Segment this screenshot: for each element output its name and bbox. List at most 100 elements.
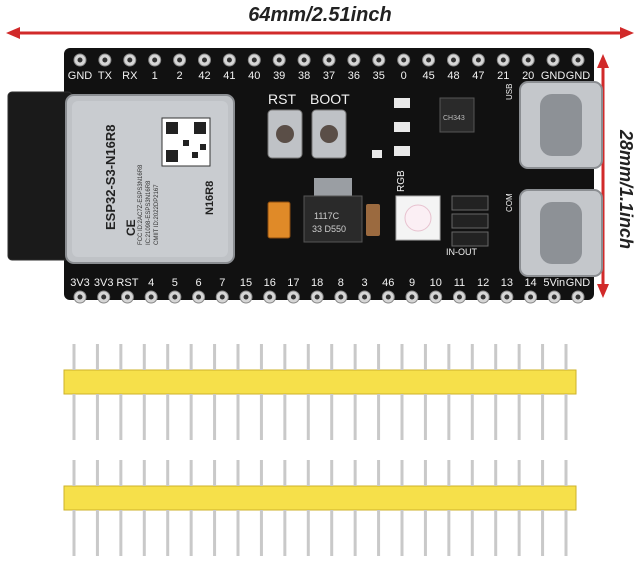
bottom-pin-label: RST [116,277,138,289]
header-pin [189,344,193,370]
bottom-pin-label: 16 [264,277,276,289]
top-pin-label: GND [68,70,93,82]
header-pin [236,460,240,486]
antenna-area [7,91,73,261]
header-pin [259,510,263,556]
usb-c-connector-bottom [519,189,603,277]
header-pin [189,394,193,440]
module-line-1: FCC ID:2AC7Z-ESPS3N16R8 [138,164,144,245]
header-pin [213,344,217,370]
header-pin [330,460,334,486]
header-pin [400,344,404,370]
smd-resistors [372,98,410,158]
header-pin [142,510,146,556]
bottom-pin-label: GND [566,277,591,289]
top-pin-label: 1 [152,70,158,82]
header-pin [377,460,381,486]
top-pin-label: 40 [248,70,260,82]
top-pin-label: 0 [401,70,407,82]
header-pin [259,460,263,486]
header-pin [142,344,146,370]
module-line-2: IC:21098-ESPS3N16R8 [146,180,152,245]
header-pin [517,460,521,486]
capacitor-brown [366,204,380,236]
bottom-pin-label: 46 [382,277,394,289]
header-pin [306,344,310,370]
bottom-pin-label: 13 [501,277,513,289]
top-pin-label: 36 [348,70,360,82]
usb-label-2: COM [505,193,514,212]
pin-holes [73,53,585,304]
header-pin [447,510,451,556]
rgb-led [395,195,441,241]
header-pin [423,344,427,370]
header-pin [166,344,170,370]
rst-label: RST [268,91,296,107]
header-pin [377,344,381,370]
header-pin [517,394,521,440]
bottom-pin-label: 3V3 [70,277,90,289]
height-dimension-label: 28mm/1.1inch [616,130,636,250]
rst-button [267,109,303,159]
header-pin [494,394,498,440]
bottom-pin-label: 5 [172,277,178,289]
header-pin [259,344,263,370]
ce-mark: CE [124,219,138,236]
width-dimension-label: 64mm/2.51inch [248,4,392,26]
boot-button [311,109,347,159]
header-pin [494,510,498,556]
header-pin [353,394,357,440]
top-pin-label: RX [122,70,138,82]
header-pin [119,394,123,440]
header-pin [470,394,474,440]
header-pin [564,460,568,486]
module-side-text: N16R8 [204,181,216,215]
header-pin [423,510,427,556]
header-strip [63,369,577,395]
header-pin [306,460,310,486]
boot-label: BOOT [310,91,350,107]
header-pin [447,460,451,486]
header-pin [330,394,334,440]
header-pin [119,460,123,486]
header-pin [353,510,357,556]
bottom-pin-label: 3 [362,277,368,289]
chip-marking: CH343 [443,115,465,122]
header-pin [564,510,568,556]
header-pin [213,460,217,486]
header-pin [283,460,287,486]
header-pin [166,460,170,486]
bottom-pin-label: 8 [338,277,344,289]
bottom-pin-label: 17 [287,277,299,289]
header-pin [447,394,451,440]
top-pin-label: 39 [273,70,285,82]
header-pin [470,510,474,556]
top-pin-label: 42 [198,70,210,82]
header-pin [517,510,521,556]
top-pin-label: 47 [472,70,484,82]
header-pin [377,394,381,440]
top-pin-label: 38 [298,70,310,82]
bottom-pin-label: 11 [454,277,465,289]
header-pin [330,344,334,370]
header-pin [95,344,99,370]
header-pin [142,460,146,486]
module-line-3: CMIIT ID:2022DP2167 [154,184,160,245]
header-pin [95,510,99,556]
header-pin [494,460,498,486]
header-pin [306,394,310,440]
header-pin [400,510,404,556]
header-pin [72,460,76,486]
top-pin-label: 37 [323,70,335,82]
top-pin-label: GND [541,70,566,82]
header-pin [72,510,76,556]
capacitor-orange [267,201,291,239]
diode-array [451,195,489,247]
ldo-marking-1: 1117C [314,211,340,221]
header-pin [564,344,568,370]
usb-label-1: USB [505,84,514,100]
header-pin [72,344,76,370]
ldo-marking-2: 33 D550 [312,224,346,234]
header-pin [541,394,545,440]
